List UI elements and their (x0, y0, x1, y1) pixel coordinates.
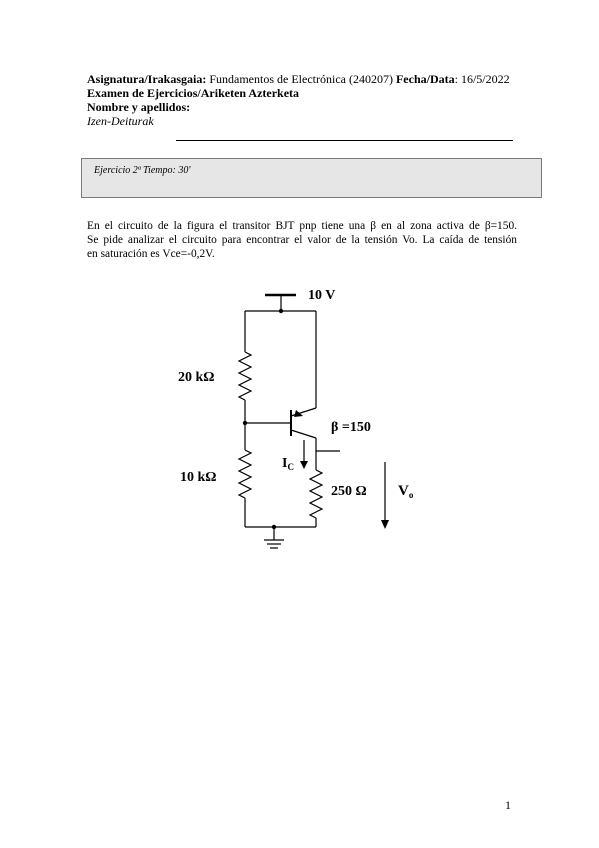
vo-main: V (398, 483, 409, 499)
vo-label: Vo (398, 483, 414, 500)
subject-label: Asignatura/Irakasgaia: (87, 72, 207, 86)
r2-label: 10 kΩ (180, 470, 217, 485)
exam-title: Examen de Ejercicios/Ariketen Azterketa (87, 86, 300, 100)
r1-label: 20 kΩ (178, 370, 215, 385)
junction-base (242, 420, 248, 426)
exercise-box-text: Ejercicio 2ª Tiempo: 30' (94, 165, 191, 176)
name-underline (176, 140, 513, 141)
resistor-20k (237, 351, 253, 401)
junction-bottom (271, 524, 277, 530)
name-label: Nombre y apellidos: (87, 100, 191, 114)
name-label-eu: Izen-Deiturak (87, 114, 154, 128)
subject-value: Fundamentos de Electrónica (240207) (209, 72, 393, 86)
transistor-collector-leg (290, 429, 317, 439)
problem-line-3: en saturación es Vce=-0,2V. (87, 248, 215, 260)
supply-label: 10 V (308, 288, 335, 303)
resistor-250 (308, 469, 324, 519)
ic-main: I (282, 456, 287, 471)
junction-top (278, 308, 284, 314)
emitter-arrow (294, 410, 303, 417)
ic-label: IC (282, 456, 294, 472)
problem-line-1: En el circuito de la figura el transitor… (87, 220, 517, 232)
exercise-box: Ejercicio 2ª Tiempo: 30' (81, 158, 542, 198)
vo-arrow-head (381, 520, 389, 529)
resistor-10k (237, 449, 253, 499)
header-subject-line: Asignatura/Irakasgaia: Fundamentos de El… (87, 72, 510, 86)
problem-statement: En el circuito de la figura el transitor… (87, 219, 517, 261)
vo-subscript: o (409, 490, 414, 500)
beta-label: β =150 (331, 420, 371, 435)
rc-label: 250 Ω (331, 484, 367, 499)
ic-arrow-head (300, 461, 308, 469)
date-value: : 16/5/2022 (454, 72, 510, 86)
problem-line-2: Se pide analizar el circuito para encont… (87, 234, 517, 246)
date-label: Fecha/Data (395, 72, 455, 86)
ic-subscript: C (287, 462, 294, 472)
page-number: 1 (505, 798, 511, 812)
